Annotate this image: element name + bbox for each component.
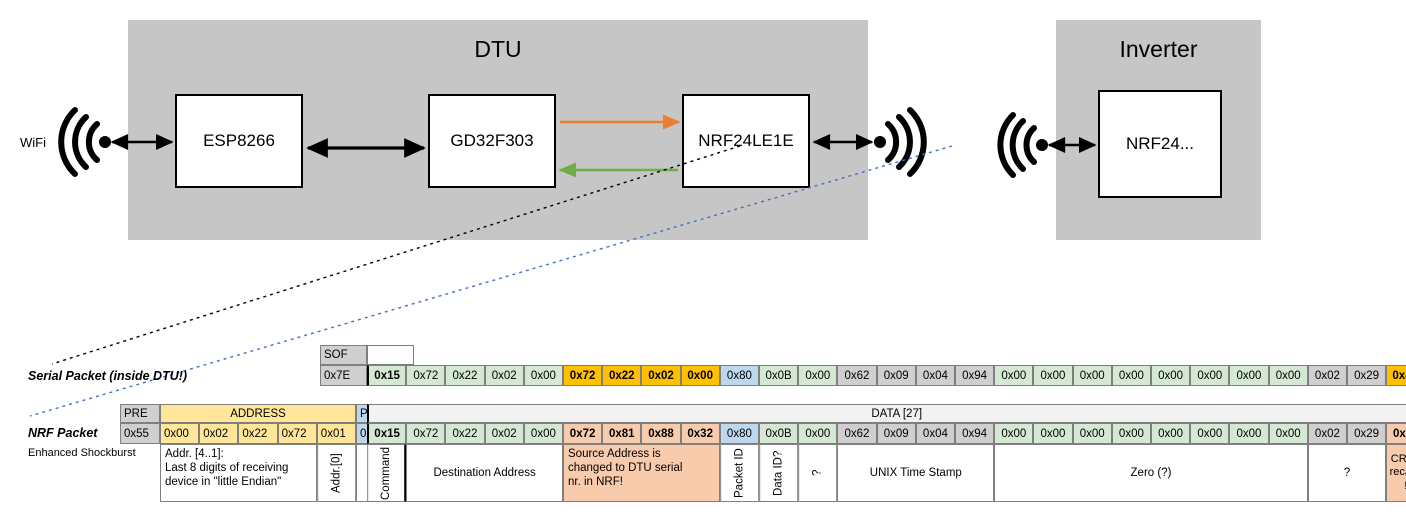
nrf-byte-22: 0x00 — [1229, 423, 1269, 444]
nrf-byte-18: 0x00 — [1072, 423, 1112, 444]
serial-byte-8: 0x00 — [680, 365, 720, 386]
serial-byte-7: 0x02 — [641, 365, 681, 386]
serial-byte-11: 0x00 — [798, 365, 838, 386]
chip-esp8266-label: ESP8266 — [203, 131, 275, 150]
serial-byte-2: 0x22 — [445, 365, 485, 386]
serial-byte-4: 0x00 — [523, 365, 563, 386]
serial-byte-17: 0x00 — [1033, 365, 1073, 386]
desc-packet-id: Packet ID — [719, 444, 759, 502]
chip-nrf24le1e-label: NRF24LE1E — [698, 131, 794, 150]
inverter-title: Inverter — [1119, 36, 1198, 62]
serial-sof-header: SOF — [320, 345, 367, 365]
nrf-address-byte-4: 0x01 — [316, 423, 356, 444]
nrf-byte-23: 0x00 — [1268, 423, 1308, 444]
wifi-antenna-icon — [58, 107, 111, 177]
serial-byte-3: 0x02 — [484, 365, 524, 386]
nrf-byte-13: 0x09 — [876, 423, 916, 444]
nrf-byte-4: 0x00 — [523, 423, 563, 444]
nrf-byte-21: 0x00 — [1190, 423, 1230, 444]
serial-byte-26: 0x4E — [1386, 365, 1406, 386]
serial-sof-header-blank — [367, 345, 414, 365]
wifi-label: WiFi — [20, 135, 46, 150]
chip-gd32f303-label: GD32F303 — [450, 131, 534, 150]
nrf-header-pre: PRE — [120, 404, 160, 423]
nrf-byte-17: 0x00 — [1033, 423, 1073, 444]
nrf-address-byte-1: 0x02 — [199, 423, 239, 444]
desc-crc8: CRC8recalc.! — [1386, 444, 1406, 502]
nrf-byte-9: 0x80 — [719, 423, 759, 444]
serial-byte-23: 0x00 — [1268, 365, 1308, 386]
nrf-byte-24: 0x02 — [1307, 423, 1347, 444]
nrf-byte-1: 0x72 — [406, 423, 446, 444]
serial-byte-16: 0x00 — [994, 365, 1034, 386]
nrf-byte-14: 0x04 — [915, 423, 955, 444]
desc-addr0: Addr.[0] — [316, 444, 356, 502]
serial-byte-1: 0x72 — [406, 365, 446, 386]
inverter-enclosure: Inverter — [1056, 20, 1261, 240]
inverter-antenna-icon — [997, 112, 1048, 178]
chip-nrf24le1e: NRF24LE1E — [682, 94, 810, 188]
serial-packet-label: Serial Packet (inside DTU!) — [28, 369, 188, 383]
desc-unix-timestamp: UNIX Time Stamp — [837, 444, 995, 502]
nrf-byte-19: 0x00 — [1111, 423, 1151, 444]
serial-byte-14: 0x04 — [915, 365, 955, 386]
nrf-byte-8: 0x32 — [680, 423, 720, 444]
nrf-byte-15: 0x94 — [955, 423, 995, 444]
nrf-byte-0: 0x15 — [367, 423, 407, 444]
desc-destination: Destination Address — [406, 444, 563, 502]
nrf-byte-3: 0x02 — [484, 423, 524, 444]
nrf-address-byte-0: 0x00 — [160, 423, 200, 444]
nrf-byte-10: 0x0B — [759, 423, 799, 444]
serial-byte-5: 0x72 — [563, 365, 603, 386]
nrf-byte-5: 0x72 — [563, 423, 603, 444]
serial-byte-19: 0x00 — [1111, 365, 1151, 386]
chip-gd32f303: GD32F303 — [428, 94, 556, 188]
serial-byte-9: 0x80 — [719, 365, 759, 386]
chip-nrf24: NRF24... — [1098, 90, 1222, 198]
nrf-packet-label: NRF Packet — [28, 426, 98, 440]
nrf-byte-20: 0x00 — [1151, 423, 1191, 444]
nrf-antenna-icon — [874, 107, 927, 177]
dtu-title: DTU — [474, 36, 522, 62]
desc-zero: Zero (?) — [994, 444, 1308, 502]
serial-byte-13: 0x09 — [876, 365, 916, 386]
desc-unknown-1: ? — [798, 444, 838, 502]
chip-esp8266: ESP8266 — [175, 94, 303, 188]
nrf-packet-sublabel: Enhanced Shockburst — [28, 447, 136, 459]
serial-byte-18: 0x00 — [1072, 365, 1112, 386]
serial-byte-6: 0x22 — [602, 365, 642, 386]
nrf-byte-11: 0x00 — [798, 423, 838, 444]
nrf-byte-6: 0x81 — [602, 423, 642, 444]
serial-byte-22: 0x00 — [1229, 365, 1269, 386]
desc-data-id: Data ID? — [759, 444, 799, 502]
nrf-byte-12: 0x62 — [837, 423, 877, 444]
nrf-header-data: DATA [27] — [367, 404, 1406, 423]
serial-byte-25: 0x29 — [1347, 365, 1387, 386]
serial-byte-24: 0x02 — [1307, 365, 1347, 386]
serial-byte-20: 0x00 — [1151, 365, 1191, 386]
nrf-byte-16: 0x00 — [994, 423, 1034, 444]
nrf-byte-26: 0x55 — [1386, 423, 1406, 444]
chip-nrf24-label: NRF24... — [1125, 134, 1195, 153]
nrf-header-address: ADDRESS — [160, 404, 356, 423]
serial-byte-12: 0x62 — [837, 365, 877, 386]
desc-command: Command — [367, 444, 407, 502]
serial-byte-10: 0x0B — [759, 365, 799, 386]
nrf-pre-value: 0x55 — [120, 423, 160, 444]
serial-sof-value: 0x7E — [320, 365, 367, 386]
nrf-byte-7: 0x88 — [641, 423, 681, 444]
nrf-address-byte-3: 0x72 — [277, 423, 317, 444]
serial-byte-21: 0x00 — [1190, 365, 1230, 386]
serial-byte-15: 0x94 — [955, 365, 995, 386]
nrf-byte-25: 0x29 — [1347, 423, 1387, 444]
serial-byte-0: 0x15 — [367, 365, 407, 386]
nrf-address-byte-2: 0x22 — [238, 423, 278, 444]
desc-unknown-2: ? — [1307, 444, 1387, 502]
nrf-byte-2: 0x22 — [445, 423, 485, 444]
